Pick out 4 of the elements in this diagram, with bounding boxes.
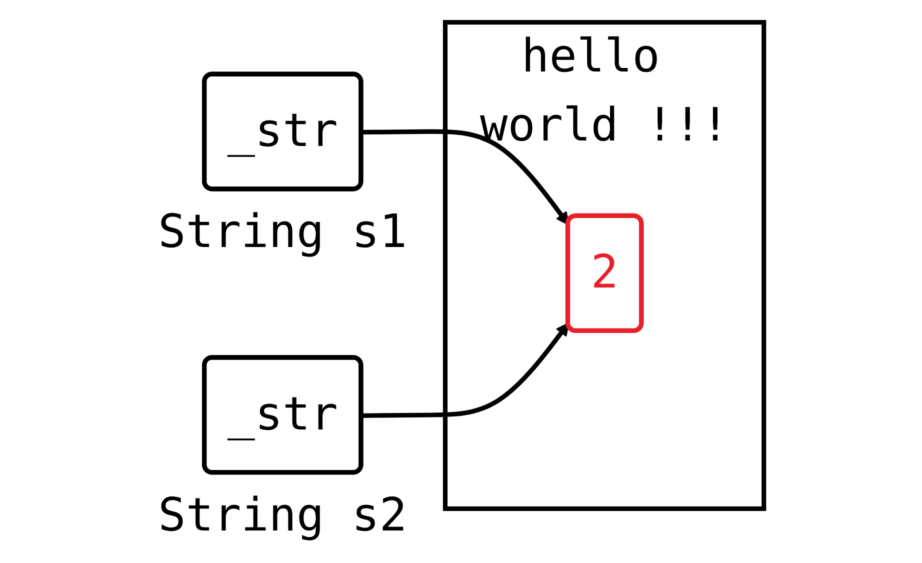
caption-text: String s2 [158, 487, 408, 542]
arrow [362, 128, 570, 225]
caption-text: String s1 [158, 204, 408, 258]
arrow [362, 322, 570, 418]
